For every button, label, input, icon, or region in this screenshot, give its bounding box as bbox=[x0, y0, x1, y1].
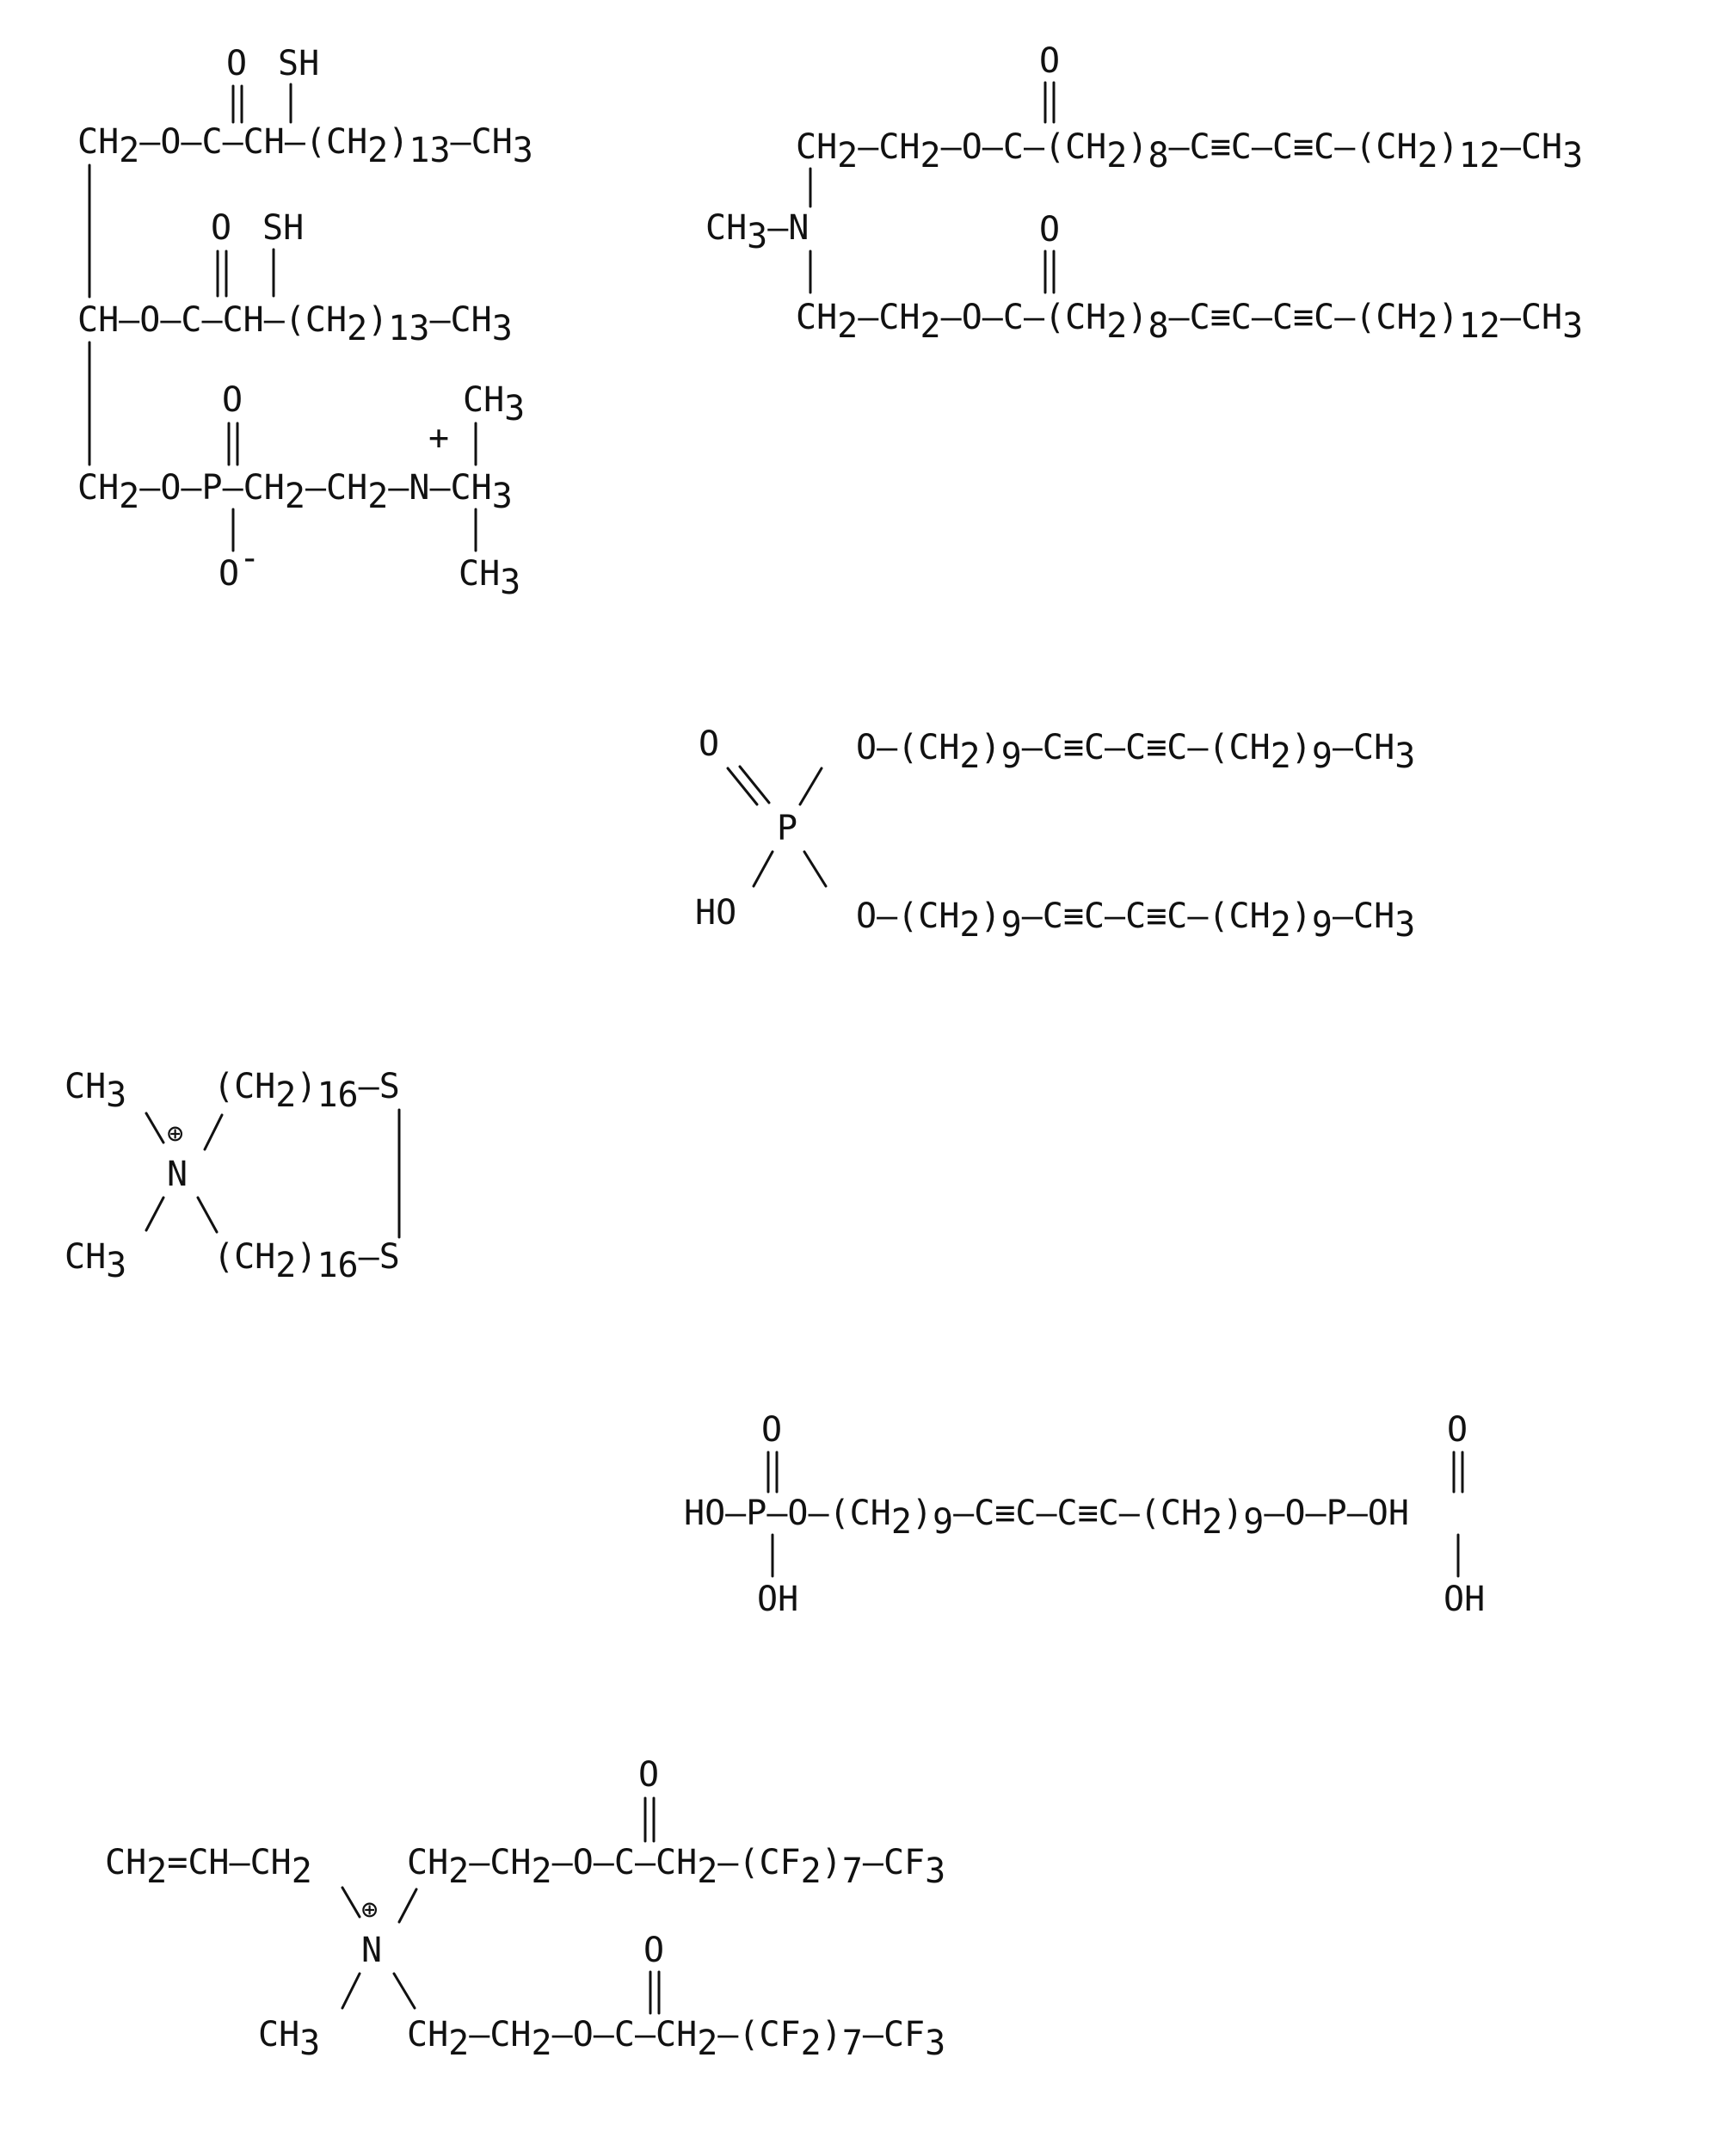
label: O bbox=[761, 1410, 782, 1450]
formula-line: CH2–CH2–O–C–(CH2)8–C≡C–C≡C–(CH2)12–CH3 bbox=[796, 298, 1583, 346]
label: SH bbox=[262, 208, 304, 248]
structure-2: O CH2–CH2–O–C–(CH2)8–C≡C–C≡C–(CH2)12–CH3… bbox=[705, 41, 1583, 346]
formula-line: CH2–O–C–CH–(CH2)13–CH3 bbox=[77, 122, 533, 170]
formula-line: CH2–CH2–O–C–(CH2)8–C≡C–C≡C–(CH2)12–CH3 bbox=[796, 127, 1583, 176]
formula-line: CH3–N bbox=[705, 208, 809, 256]
single-bond bbox=[146, 1198, 163, 1230]
formula-line: CH2–CH2–O–C–CH2–(CF2)7–CF3 bbox=[407, 2015, 945, 2063]
formula-line: O–(CH2)9–C≡C–C≡C–(CH2)9–CH3 bbox=[856, 728, 1415, 776]
structure-3: O O–(CH2)9–C≡C–C≡C–(CH2)9–CH3 P HO O–(CH… bbox=[695, 724, 1415, 945]
formula-line: CH–O–C–CH–(CH2)13–CH3 bbox=[77, 300, 513, 348]
single-bond bbox=[205, 1115, 222, 1149]
label: O bbox=[1447, 1410, 1468, 1450]
label: O bbox=[638, 1755, 659, 1795]
label: OH bbox=[1444, 1580, 1485, 1619]
label: N bbox=[361, 1931, 382, 1970]
formula-line: (CH2)16–S bbox=[213, 1237, 400, 1285]
structure-6: O CH2=CH–CH2 CH2–CH2–O–C–CH2–(CF2)7–CF3 … bbox=[105, 1755, 945, 2063]
single-bond bbox=[804, 852, 826, 886]
formula-line: O–(CH2)9–C≡C–C≡C–(CH2)9–CH3 bbox=[856, 896, 1415, 945]
label: OH bbox=[757, 1580, 798, 1619]
single-bond bbox=[146, 1113, 163, 1143]
label: O bbox=[1039, 210, 1060, 249]
label: CH3 bbox=[463, 380, 525, 428]
single-bond bbox=[800, 768, 822, 804]
label: CH3 bbox=[459, 554, 520, 602]
label: SH bbox=[278, 44, 319, 83]
positive-charge-circled: ⊕ bbox=[167, 1117, 183, 1149]
label: O bbox=[643, 1931, 664, 1970]
label: N bbox=[167, 1155, 188, 1194]
single-bond bbox=[399, 1889, 416, 1922]
structure-4: CH3 (CH2)16–S ⊕ N CH3 (CH2)16–S bbox=[65, 1067, 400, 1285]
label: O- bbox=[219, 539, 260, 594]
double-bond bbox=[740, 767, 769, 803]
label: P bbox=[777, 809, 797, 848]
label: CH3 bbox=[258, 2015, 320, 2063]
single-bond bbox=[394, 1974, 415, 2008]
label: O bbox=[226, 44, 247, 83]
label: O bbox=[699, 724, 719, 764]
label: O bbox=[1039, 41, 1060, 81]
double-bond bbox=[728, 768, 757, 804]
label: O bbox=[211, 208, 231, 248]
formula-line: HO–P–O–(CH2)9–C≡C–C≡C–(CH2)9–O–P–OH bbox=[684, 1494, 1409, 1542]
label: CH3 bbox=[65, 1067, 126, 1115]
formula-line: (CH2)16–S bbox=[213, 1067, 400, 1115]
structure-1: O SH CH2–O–C–CH–(CH2)13–CH3 O SH CH–O–C–… bbox=[77, 44, 533, 602]
structure-5: O O HO–P–O–(CH2)9–C≡C–C≡C–(CH2)9–O–P–OH … bbox=[684, 1410, 1485, 1619]
label: O bbox=[222, 380, 243, 420]
formula-line: CH2–CH2–O–C–CH2–(CF2)7–CF3 bbox=[407, 1843, 945, 1891]
label: HO bbox=[695, 893, 736, 933]
label: CH3 bbox=[65, 1237, 126, 1285]
single-bond bbox=[342, 1974, 360, 2008]
single-bond bbox=[198, 1198, 217, 1232]
formula-line: CH2–O–P–CH2–CH2–N–CH3 bbox=[77, 468, 513, 516]
formula-line: CH2=CH–CH2 bbox=[105, 1843, 312, 1891]
single-bond bbox=[342, 1888, 360, 1917]
single-bond bbox=[754, 852, 773, 886]
positive-charge: + bbox=[428, 418, 449, 458]
positive-charge-circled: ⊕ bbox=[361, 1893, 378, 1925]
